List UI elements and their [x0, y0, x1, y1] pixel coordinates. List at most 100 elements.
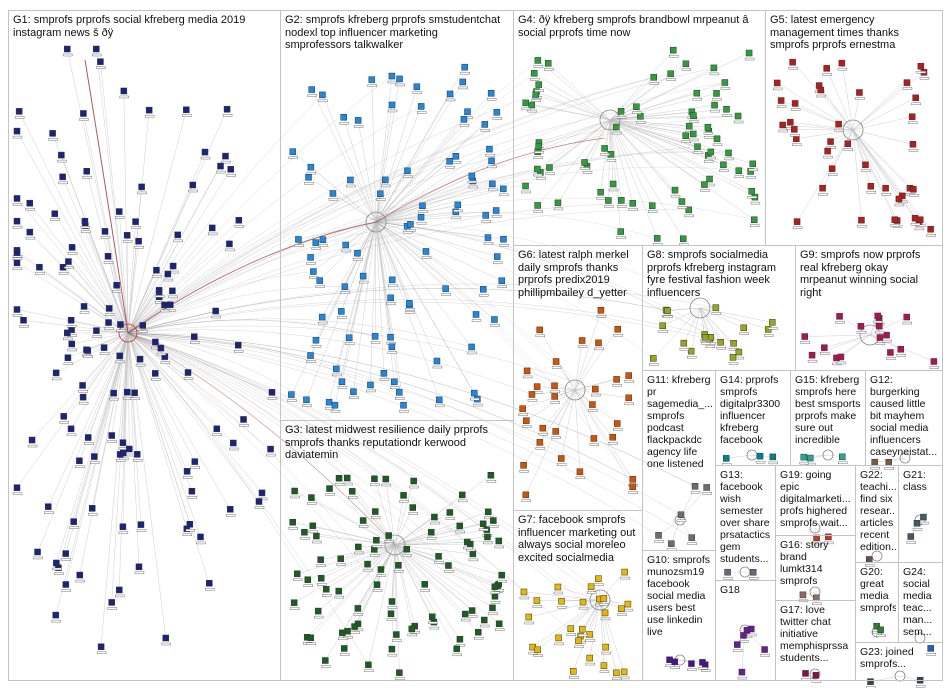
- vertex-icon: [81, 303, 87, 309]
- vertex-label-bar: [395, 397, 404, 399]
- edge: [376, 222, 437, 361]
- vertex-label-bar: [318, 322, 327, 324]
- vertex-node: [132, 219, 141, 229]
- vertex-label-bar: [698, 667, 707, 669]
- vertex-icon: [138, 522, 144, 528]
- vertex-node: [372, 537, 381, 547]
- vertex-node: [59, 174, 68, 184]
- vertex-icon: [837, 313, 843, 319]
- vertex-label-bar: [13, 258, 22, 260]
- vertex-icon: [856, 90, 862, 96]
- vertex-label-bar: [468, 181, 477, 183]
- vertex-icon: [389, 344, 395, 350]
- vertex-node: [761, 647, 770, 657]
- vertex-label-bar: [240, 424, 249, 426]
- vertex-icon: [920, 514, 926, 520]
- vertex-node: [917, 63, 926, 73]
- vertex-label-bar: [234, 350, 243, 352]
- vertex-node: [725, 150, 734, 160]
- vertex-label-bar: [164, 279, 173, 281]
- vertex-node: [738, 669, 747, 679]
- vertex-icon: [235, 342, 241, 348]
- vertex-node: [837, 354, 846, 364]
- vertex-icon: [579, 338, 585, 344]
- edge: [395, 545, 457, 649]
- vertex-icon: [813, 595, 819, 601]
- vertex-icon: [702, 334, 708, 340]
- vertex-node: [745, 50, 754, 60]
- vertex-node: [625, 373, 634, 383]
- vertex-node: [468, 608, 477, 618]
- vertex-node: [307, 254, 316, 264]
- vertex-icon: [389, 102, 395, 108]
- vertex-label-bar: [319, 245, 328, 247]
- vertex-icon: [462, 64, 468, 70]
- vertex-label-bar: [62, 559, 71, 561]
- vertex-label-bar: [289, 157, 298, 159]
- vertex-label-bar: [189, 190, 198, 192]
- vertex-label-bar: [583, 171, 592, 173]
- vertex-node: [667, 541, 676, 551]
- vertex-icon: [740, 632, 746, 638]
- vertex-icon: [770, 454, 776, 460]
- edge: [853, 130, 865, 165]
- vertex-node: [578, 338, 587, 348]
- vertex-node: [318, 92, 327, 102]
- vertex-label-bar: [555, 643, 564, 645]
- vertex-icon: [910, 186, 916, 192]
- vertex-label-bar: [877, 635, 886, 637]
- vertex-node: [750, 217, 759, 227]
- vertex-label-bar: [316, 286, 325, 288]
- vertex-label-bar: [470, 398, 479, 400]
- vertex-node: [903, 80, 912, 90]
- vertex-node: [912, 95, 921, 105]
- vertex-node: [184, 370, 193, 380]
- vertex-label-bar: [90, 462, 99, 464]
- vertex-icon: [218, 163, 224, 169]
- vertex-icon: [500, 236, 506, 242]
- vertex-icon: [660, 323, 666, 329]
- vertex-label-bar: [366, 390, 375, 392]
- vertex-label-bar: [137, 530, 146, 532]
- vertex-node: [394, 562, 403, 572]
- vertex-label-bar: [44, 512, 53, 514]
- vertex-icon: [306, 174, 312, 180]
- vertex-label-bar: [653, 243, 662, 245]
- vertex-icon: [794, 219, 800, 225]
- vertex-icon: [614, 421, 620, 427]
- vertex-label-bar: [410, 486, 419, 488]
- vertex-icon: [336, 588, 342, 594]
- vertex-node: [332, 366, 341, 376]
- vertex-node: [498, 572, 507, 582]
- vertex-label-bar: [59, 182, 68, 184]
- vertex-node: [366, 382, 375, 392]
- vertex-label-bar: [307, 172, 316, 174]
- edge: [610, 120, 693, 134]
- vertex-label-bar: [597, 197, 606, 199]
- vertex-icon: [120, 524, 126, 530]
- vertex-label-bar: [812, 680, 821, 682]
- vertex-icon: [308, 164, 314, 170]
- vertex-node: [359, 273, 368, 283]
- vertex-node: [392, 632, 401, 642]
- edge: [376, 222, 384, 373]
- vertex-icon: [526, 614, 532, 620]
- vertex-node: [682, 133, 691, 143]
- vertex-label-bar: [469, 186, 478, 188]
- vertex-icon: [718, 339, 724, 345]
- vertex-icon: [912, 215, 918, 221]
- vertex-label-bar: [740, 333, 749, 335]
- vertex-node: [421, 581, 430, 591]
- vertex-label-bar: [70, 527, 79, 529]
- vertex-icon: [668, 541, 674, 547]
- vertex-icon: [714, 90, 720, 96]
- vertex-node: [197, 534, 206, 544]
- vertex-node: [528, 102, 537, 112]
- vertex-node: [927, 226, 936, 236]
- vertex-label-bar: [101, 236, 110, 238]
- vertex-icon: [259, 490, 265, 496]
- vertex-label-bar: [469, 559, 478, 561]
- vertex-icon: [98, 644, 104, 650]
- vertex-icon: [52, 211, 58, 217]
- vertex-icon: [152, 339, 158, 345]
